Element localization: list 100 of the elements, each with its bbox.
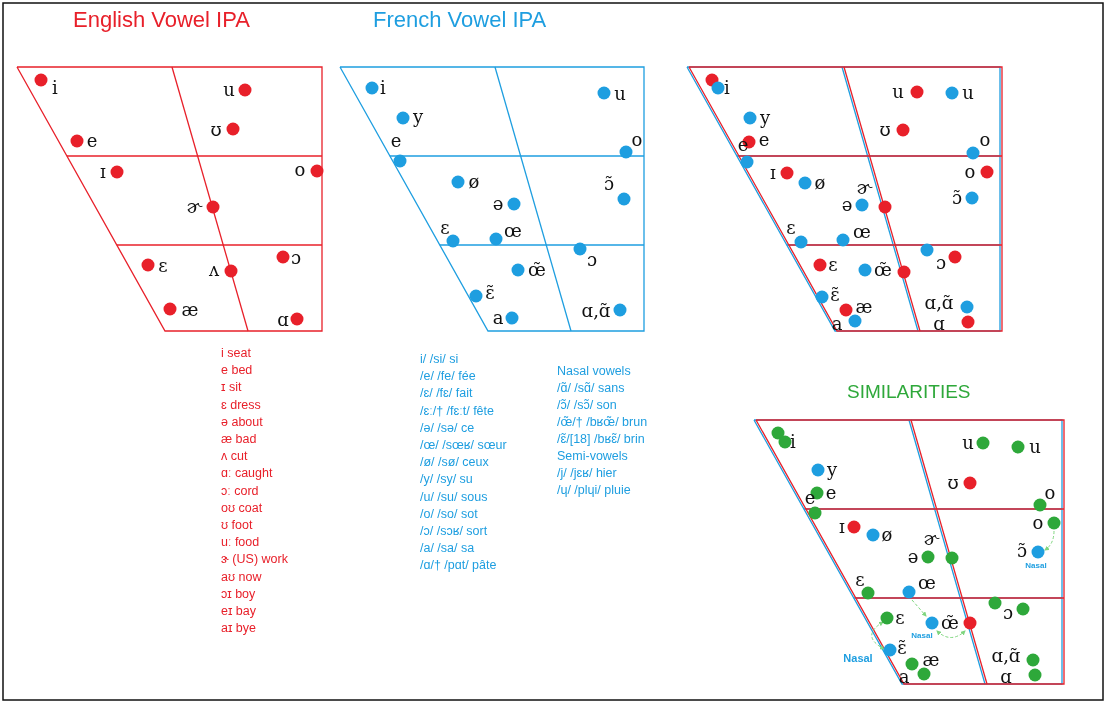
vowel-example: /ø/ /sø/ ceux — [420, 456, 489, 470]
vowel-example: aʊ now — [221, 570, 262, 585]
vowel-symbol: œ̃ — [874, 260, 892, 280]
vowel-symbol: o — [631, 130, 643, 150]
vowel-symbol: ɔ̃ — [603, 174, 615, 194]
vowel-symbol: e — [737, 135, 749, 155]
nasal-note: Nasal — [843, 652, 873, 664]
vowel-example: /œ/ /sœʁ/ sœur — [420, 439, 507, 453]
vowel-symbol: o — [964, 162, 976, 182]
vowel-example: ʊ foot — [221, 519, 253, 533]
vowel-example: /u/ /su/ sous — [420, 490, 488, 505]
vowel-example: e bed — [221, 364, 253, 378]
vowel-symbol: ɚ — [923, 529, 939, 549]
vowel-symbol: ɛ̃ — [485, 283, 495, 303]
vowel-example: /ɑ/† /pɑt/ pâte — [420, 559, 497, 574]
vowel-symbol: ɪ — [770, 163, 776, 183]
vowel-example: i/ /si/ si — [420, 353, 459, 367]
vowel-symbol: u — [223, 80, 235, 100]
vowel-symbol: œ — [853, 222, 871, 242]
vowel-example: Nasal vowels — [557, 365, 631, 379]
vowel-symbol: o — [1044, 483, 1056, 503]
vowel-symbol: o — [1032, 513, 1044, 533]
vowel-symbol: o — [979, 130, 991, 150]
vowel-symbol: ɔ̃ — [951, 188, 963, 208]
vowel-symbol: ø — [881, 525, 893, 545]
vowel-example: ʌ cut — [221, 450, 248, 464]
vowel-example: ɪ sit — [221, 381, 242, 396]
vowel-symbol: ʌ — [208, 260, 220, 280]
vowel-example: /œ̃/† /bʁœ̃/ brun — [557, 416, 648, 430]
vowel-symbol: y — [759, 108, 771, 128]
vowel-symbol: ɪ — [839, 517, 845, 537]
vowel-symbol: œ — [918, 573, 936, 593]
vowel-symbol: æ — [855, 297, 873, 317]
vowel-symbol: y — [412, 107, 424, 127]
vowel-example: uː food — [221, 536, 260, 550]
vowel-symbol: ɑ,ɑ̃ — [991, 646, 1021, 666]
vowel-symbol: ɚ — [186, 197, 202, 217]
vowel-symbol: i — [724, 78, 730, 98]
vowel-symbol: u — [1029, 437, 1041, 457]
vowel-example: /ɑ̃/ /sɑ̃/ sans — [557, 382, 625, 396]
vowel-example: /ə/ /sə/ ce — [420, 421, 475, 436]
section-title: SIMILARITIES — [847, 382, 971, 403]
vowel-symbol: e — [825, 483, 837, 503]
vowel-example: /ɛː/† /fɛːt/ fête — [420, 404, 494, 419]
vowel-example: ɛ dress — [221, 398, 261, 413]
vowel-symbol: œ̃ — [941, 613, 959, 633]
vowel-example: ə about — [221, 415, 263, 430]
vowel-example: oʊ coat — [221, 501, 263, 516]
vowel-symbol: ɚ — [856, 178, 872, 198]
vowel-symbol: æ — [922, 650, 940, 670]
vowel-symbol: ɛ — [158, 256, 168, 276]
vowel-symbol: ɛ — [786, 218, 796, 238]
vowel-symbol: ɔ — [290, 248, 302, 268]
vowel-example: ɔː cord — [221, 484, 259, 499]
vowel-symbol: ɛ — [440, 218, 450, 238]
vowel-example: aɪ bye — [221, 622, 257, 636]
vowel-symbol: ɑ,ɑ̃ — [924, 293, 954, 313]
section-title: English Vowel IPA — [73, 8, 250, 33]
vowel-symbol: ø — [814, 173, 826, 193]
vowel-symbol: o — [294, 160, 306, 180]
vowel-example: /ɔ/ /sɔʁ/ sort — [420, 525, 488, 539]
vowel-symbol: ɑ — [277, 310, 289, 330]
vowel-example: /j/ /jɛʁ/ hier — [557, 467, 617, 481]
vowel-example: æ bad — [221, 433, 257, 447]
nasal-note: Nasal — [1025, 562, 1047, 570]
vowel-symbol: œ — [504, 221, 522, 241]
vowel-symbol: ɑ,ɑ̃ — [581, 301, 611, 321]
vowel-symbol: ə — [841, 195, 853, 215]
vowel-example: /o/ /so/ sot — [420, 507, 478, 522]
vowel-symbol: ə — [907, 547, 919, 567]
vowel-example: /ɛ/ /fɛ/ fait — [420, 387, 473, 402]
vowel-symbol: ɔ — [935, 253, 947, 273]
vowel-symbol: e — [758, 130, 770, 150]
vowel-symbol: ə — [492, 194, 504, 214]
vowel-symbol: y — [826, 460, 838, 480]
vowel-example: ɑː caught — [221, 467, 273, 482]
vowel-example: Semi-vowels — [557, 450, 628, 464]
vowel-example: ɝ (US) work — [221, 553, 288, 568]
vowel-symbol: a — [492, 308, 504, 328]
vowel-symbol: ɛ — [855, 570, 865, 590]
vowel-symbol: u — [614, 84, 626, 104]
section-title: French Vowel IPA — [373, 8, 547, 33]
vowel-symbol: ø — [468, 172, 480, 192]
vowel-symbol: ɛ — [828, 255, 838, 275]
vowel-example: /ɛ̃/[18] /bʁɛ̃/ brin — [557, 433, 645, 447]
vowel-symbol: ɛ̃ — [830, 285, 840, 305]
vowel-symbol: i — [380, 78, 386, 98]
vowel-symbol: i — [790, 432, 796, 452]
vowel-symbol: œ̃ — [528, 260, 546, 280]
vowel-symbol: u — [962, 83, 974, 103]
vowel-example: ɔɪ boy — [221, 587, 256, 602]
vowel-symbol: ʊ — [879, 120, 891, 140]
vowel-symbol: u — [962, 433, 974, 453]
vowel-example: i seat — [221, 347, 251, 361]
nasal-note: Nasal — [911, 632, 933, 640]
vowel-example: /e/ /fe/ fée — [420, 370, 476, 384]
vowel-example: /y/ /sy/ su — [420, 473, 473, 488]
vowel-symbol: u — [892, 82, 904, 102]
vowel-symbol: ʊ — [210, 120, 222, 140]
vowel-symbol: ɑ — [1000, 667, 1012, 687]
